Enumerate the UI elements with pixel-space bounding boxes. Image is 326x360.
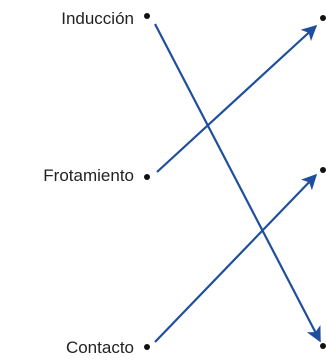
left-dot-1 (144, 174, 150, 180)
connection-arrow-0-to-2 (154, 23, 321, 343)
left-dot-2 (144, 344, 150, 350)
connection-arrow-2-to-1 (154, 173, 318, 343)
right-dot-2 (320, 343, 326, 349)
connection-arrow-1-to-0 (156, 24, 318, 173)
left-label-contacto: Contacto (65, 338, 134, 357)
left-dot-0 (144, 13, 150, 19)
right-dot-1 (320, 167, 326, 173)
left-label-frotamiento: Frotamiento (43, 166, 134, 185)
right-dot-0 (320, 15, 326, 21)
left-label-induccion: Inducción (61, 9, 134, 28)
